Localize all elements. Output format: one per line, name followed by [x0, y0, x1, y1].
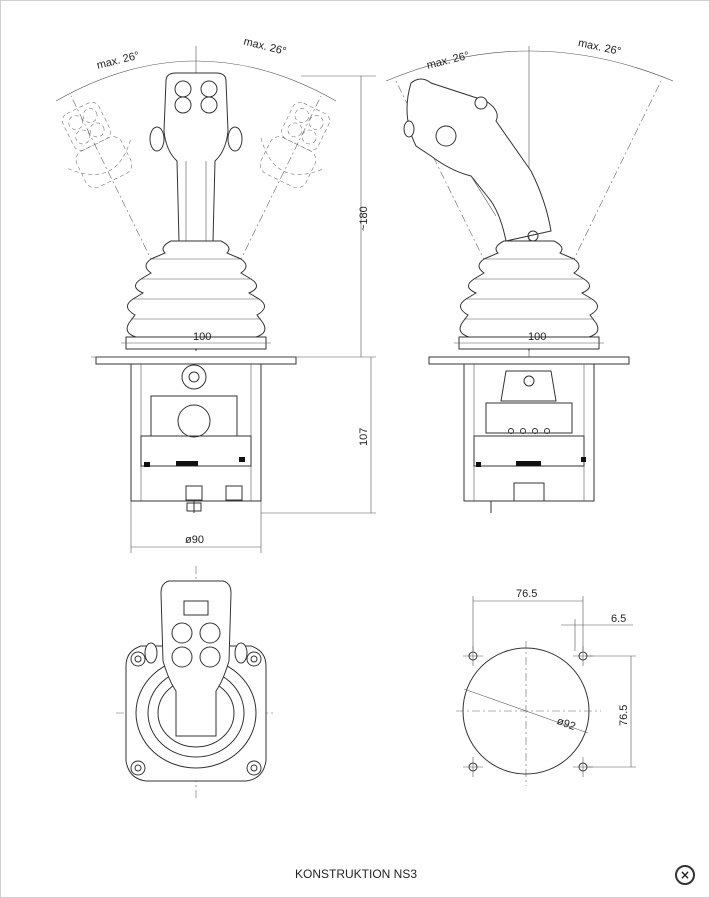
diameter-housing: ø90: [185, 534, 204, 546]
hole-spacing-v: 76.5: [618, 705, 630, 726]
hole-spacing-h: 76.5: [516, 588, 537, 600]
close-button[interactable]: ×: [675, 865, 695, 885]
front-view: max. 26° max. 26°: [55, 36, 376, 553]
height-top: ~180: [358, 206, 370, 231]
side-view: max. 26° max. 26° 100: [385, 37, 674, 513]
side-right-angle: max. 26°: [577, 37, 622, 58]
caption: KONSTRUKTION NS3: [294, 867, 417, 881]
side-left-angle: max. 26°: [426, 50, 471, 72]
close-icon: ×: [679, 868, 691, 882]
width-side: 100: [528, 331, 546, 343]
front-right-angle: max. 26°: [242, 36, 287, 58]
height-bottom: 107: [358, 428, 370, 446]
technical-drawing: max. 26° max. 26°: [55, 36, 674, 801]
top-view: [116, 566, 276, 801]
front-left-angle: max. 26°: [96, 50, 141, 72]
width-front: 100: [193, 331, 211, 343]
hole-offset: 6.5: [611, 613, 626, 625]
cutout-view: ø92 76.5 6.5 76.5: [456, 588, 636, 786]
